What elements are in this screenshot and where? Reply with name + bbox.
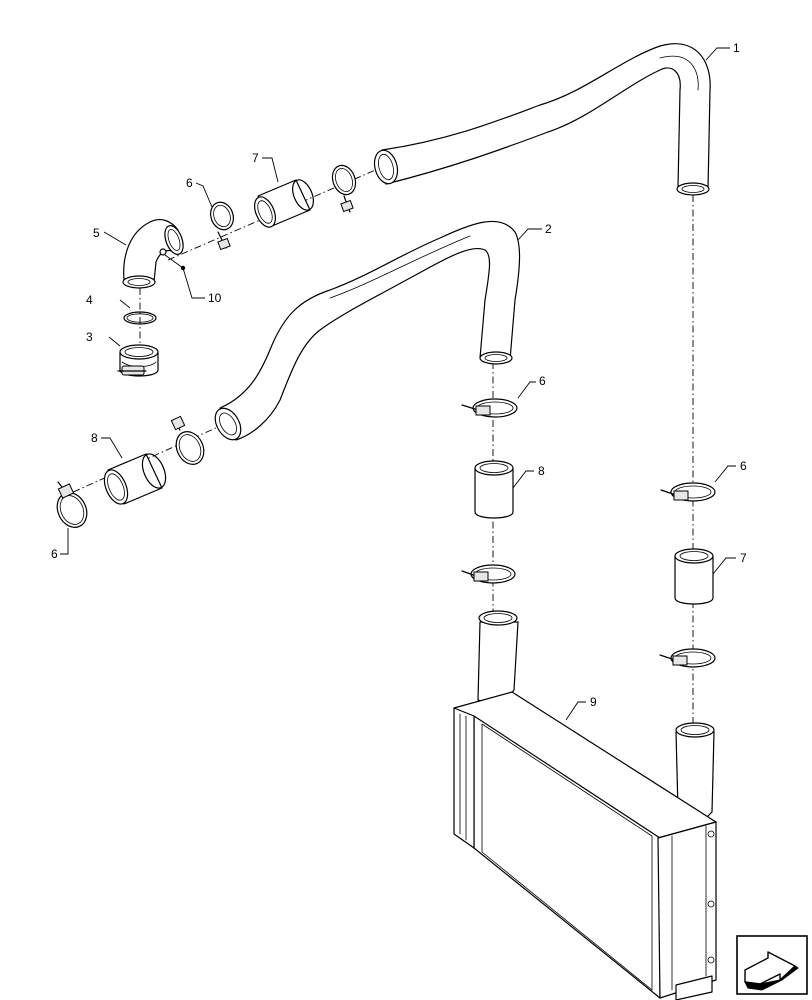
callout-5: 5	[93, 226, 100, 240]
callout-6-column-left: 6	[539, 374, 546, 388]
hose-clamp-upper-left	[210, 201, 234, 251]
hose-coupler-column-left	[474, 460, 514, 519]
callout-7-upper: 7	[252, 151, 259, 165]
hose-clamp-lower-mid	[170, 415, 205, 465]
callout-4: 4	[86, 293, 93, 307]
next-page-arrow-icon[interactable]	[736, 935, 808, 995]
callout-6-column-right: 6	[740, 459, 747, 473]
band-clamp	[117, 344, 159, 377]
hose-clamp-column-right-bottom	[659, 648, 716, 668]
charge-air-tube-upper	[373, 43, 711, 196]
leader-lines	[60, 47, 736, 721]
callout-8-lower-left: 8	[91, 431, 98, 445]
hose-coupler-lower	[103, 453, 167, 505]
hose-clamp-column-left-bottom	[461, 564, 516, 584]
charge-air-tube-lower	[214, 220, 521, 441]
hose-clamp-column-right-top	[660, 482, 716, 502]
callout-9: 9	[590, 695, 597, 709]
callout-7-column-right: 7	[740, 551, 747, 565]
hose-coupler-upper	[254, 179, 314, 228]
hose-clamp-lower-left	[56, 481, 88, 528]
hose-coupler-column-right	[674, 548, 714, 605]
callout-6-lower-left: 6	[51, 547, 58, 561]
callout-1: 1	[733, 41, 740, 55]
callout-10: 10	[208, 291, 222, 305]
callout-6-upper: 6	[186, 176, 193, 190]
callout-8-column-left: 8	[538, 464, 545, 478]
elbow-fitting	[122, 218, 184, 289]
hose-clamp-upper-right	[331, 164, 357, 213]
hose-clamp-column-left-top	[461, 398, 518, 418]
callout-labels: 1 2 3 4 5 6 6 6 6 7 7 8 8 9 10	[51, 41, 747, 709]
callout-3: 3	[86, 330, 93, 344]
charge-air-cooler	[453, 610, 717, 1000]
callout-2: 2	[545, 222, 552, 236]
o-ring	[123, 311, 157, 325]
